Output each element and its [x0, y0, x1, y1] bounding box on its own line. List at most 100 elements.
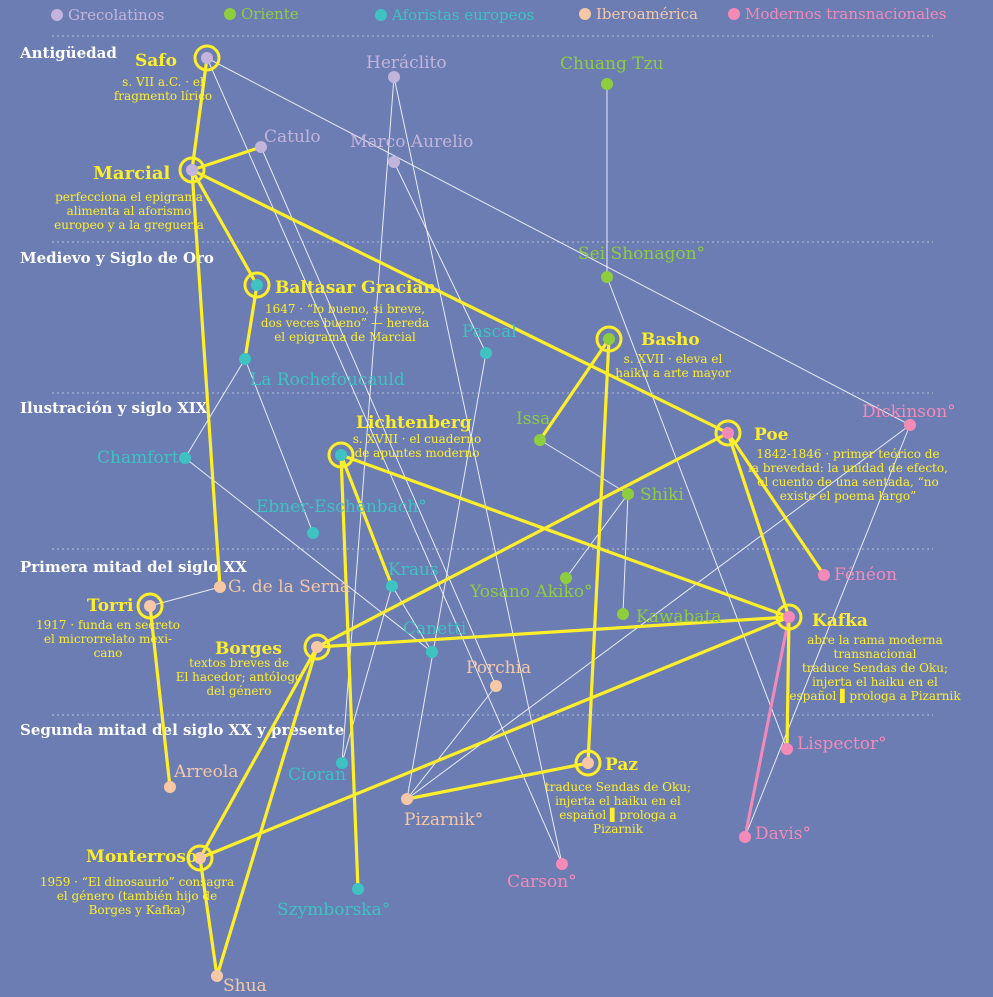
minor-edge-shiki-yosano — [565, 493, 629, 579]
node-note-line: perfecciona el epigrama — [55, 190, 203, 204]
node-label-dickinson: Dickinson° — [862, 402, 956, 422]
node-dot-issa[interactable] — [534, 434, 546, 446]
node-dot-shiki[interactable] — [622, 488, 634, 500]
node-dot-marco[interactable] — [388, 156, 400, 168]
node-dot-szymborska[interactable] — [352, 883, 364, 895]
node-dot-yosano[interactable] — [560, 572, 572, 584]
node-dot-chuang[interactable] — [601, 78, 613, 90]
major-edge-basho-issa — [538, 337, 611, 442]
major-edge-poe-borges — [315, 431, 730, 649]
node-note-gracian: 1647 · “lo bueno, si breve,dos veces bue… — [261, 302, 429, 344]
node-dot-kafka[interactable] — [783, 611, 795, 623]
pink-edge-kafka-davis — [743, 615, 791, 839]
node-ring-borges — [303, 633, 331, 661]
node-label-chamfort: Chamfort — [97, 448, 179, 468]
legend-swatch-europeos — [375, 9, 387, 21]
node-dot-rochefoucauld[interactable] — [239, 353, 251, 365]
node-note-paz: traduce Sendas de Oku;injerta el haiku e… — [545, 780, 691, 836]
node-dot-chamfort[interactable] — [179, 452, 191, 464]
node-dot-safo[interactable] — [201, 52, 213, 64]
node-ring-gracian — [243, 271, 271, 299]
node-ring-lichtenberg — [327, 441, 355, 469]
node-dot-heraclito[interactable] — [388, 71, 400, 83]
node-dot-arreola[interactable] — [164, 781, 176, 793]
node-label-davis: Davis° — [755, 824, 811, 844]
node-ring-monterroso — [186, 844, 214, 872]
era-label-xx1: Primera mitad del siglo XX — [20, 558, 247, 576]
node-dot-basho[interactable] — [603, 333, 615, 345]
legend-label-greco: Grecolatinos — [68, 6, 164, 24]
era-separators — [52, 35, 933, 716]
node-dot-kawabata[interactable] — [617, 608, 629, 620]
node-label-poe: Poe — [754, 425, 789, 445]
node-dot-shua[interactable] — [211, 970, 223, 982]
legend-label-oriente: Oriente — [241, 5, 299, 23]
node-dot-porchia[interactable] — [490, 680, 502, 692]
node-dot-pizarnik[interactable] — [401, 793, 413, 805]
node-dot-ebner[interactable] — [307, 527, 319, 539]
node-note-line: transnacional — [834, 647, 917, 661]
node-dot-lichtenberg[interactable] — [335, 449, 347, 461]
node-dot-cioran[interactable] — [336, 757, 348, 769]
node-dot-dickinson[interactable] — [904, 419, 916, 431]
node-dot-serna[interactable] — [214, 581, 226, 593]
node-note-line: 1647 · “lo bueno, si breve, — [265, 302, 425, 316]
node-note-line: s. VII a.C. · el — [122, 75, 204, 89]
node-dot-davis[interactable] — [739, 831, 751, 843]
node-dot-canetti[interactable] — [426, 646, 438, 658]
node-label-pascal: Pascal — [462, 322, 517, 342]
node-ring-marcial — [178, 156, 206, 184]
minor-edge-dickinson-pizarnik — [406, 424, 911, 800]
node-label-heraclito: Heráclito — [366, 53, 447, 73]
minor-edge-rochefoucauld-chamfort — [184, 358, 246, 459]
node-dot-marcial[interactable] — [186, 164, 198, 176]
node-label-torri: Torri — [87, 596, 134, 616]
node-label-carson: Carson° — [507, 872, 577, 892]
node-label-kawabata: Kawabata — [636, 607, 722, 627]
node-dot-kraus[interactable] — [386, 580, 398, 592]
legend-swatch-oriente — [224, 8, 236, 20]
node-dot-torri[interactable] — [144, 600, 156, 612]
node-dot-feneon[interactable] — [818, 569, 830, 581]
node-note-line: el cuento de una sentada, “no — [757, 475, 938, 489]
node-note-line: dos veces bueno” — hereda — [261, 316, 429, 330]
node-ring-paz — [574, 749, 602, 777]
node-note-line: Pizarnik — [593, 822, 644, 836]
node-label-marcial: Marcial — [93, 163, 171, 184]
node-dot-paz[interactable] — [582, 757, 594, 769]
node-dot-sei[interactable] — [601, 271, 613, 283]
node-note-line: de apuntes moderno — [355, 446, 480, 460]
node-label-pizarnik: Pizarnik° — [404, 810, 483, 830]
major-edge-paz-pizarnik — [405, 761, 590, 801]
node-note-line: abre la rama moderna — [807, 633, 943, 647]
node-label-serna: G. de la Serna — [228, 577, 350, 597]
major-edge-borges-monterroso — [198, 645, 319, 860]
node-dot-carson[interactable] — [556, 858, 568, 870]
node-note-line: traduce Sendas de Oku; — [545, 780, 691, 794]
node-dot-lispector[interactable] — [781, 743, 793, 755]
node-dot-monterroso[interactable] — [194, 852, 206, 864]
node-dot-borges[interactable] — [311, 641, 323, 653]
era-label-antiguedad: Antigüedad — [19, 44, 117, 62]
node-note-line: Borges y Kafka) — [89, 903, 186, 917]
major-edges — [148, 56, 826, 978]
node-dot-catulo[interactable] — [255, 141, 267, 153]
node-note-line: traduce Sendas de Oku; — [802, 661, 948, 675]
node-note-line: injerta el haiku en el — [812, 675, 938, 689]
node-label-ebner: Ebner-Eschenbach° — [256, 497, 427, 517]
major-edge-torri-arreola — [148, 604, 172, 789]
node-dot-poe[interactable] — [722, 427, 734, 439]
node-label-basho: Basho — [641, 330, 700, 350]
node-note-line: el género (también hijo de — [57, 889, 217, 903]
node-ring-safo — [193, 44, 221, 72]
major-edge-basho-paz — [586, 337, 611, 765]
node-dot-pascal[interactable] — [480, 347, 492, 359]
node-dot-gracian[interactable] — [251, 279, 263, 291]
node-note-line: 1842-1846 · primer teórico de — [756, 447, 939, 461]
minor-edge-porchia-pizarnik — [406, 685, 497, 800]
